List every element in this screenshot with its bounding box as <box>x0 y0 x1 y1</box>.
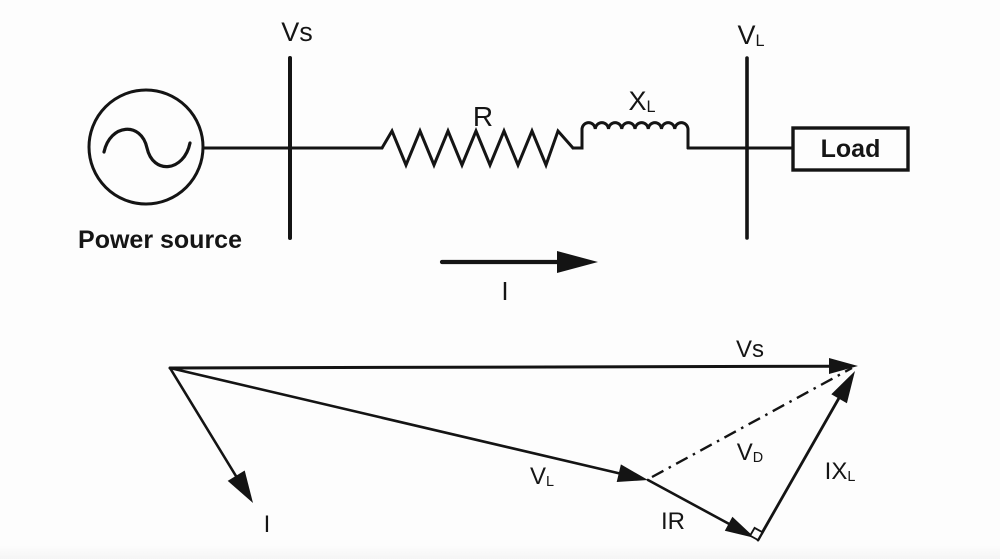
phasor-vd-label: VD <box>736 439 764 466</box>
phasor-vs-label: Vs <box>735 336 765 363</box>
phasor-current-label: I <box>263 511 271 538</box>
load-label: Load <box>820 134 881 163</box>
inductor-label: XL <box>628 86 656 116</box>
phasor-vs-vector <box>168 358 858 374</box>
load-bus-label: VL <box>737 20 765 50</box>
inductor-symbol <box>571 121 690 150</box>
phasor-vl-vector <box>168 366 648 482</box>
phasor-ixl-vector <box>756 371 855 542</box>
phasor-current-vector <box>168 366 253 503</box>
phasor-vl-label: VL <box>529 463 555 490</box>
load-box <box>791 126 910 172</box>
right-angle-marker <box>748 526 764 542</box>
source-bus-label: Vs <box>281 17 313 47</box>
resistor-label: R <box>472 101 494 132</box>
circuit-current-label: I <box>501 276 509 306</box>
phasor-ir-vector <box>646 478 755 538</box>
current-direction-arrow <box>439 251 598 273</box>
phasor-vd-line <box>651 366 853 479</box>
phasor-ixl-label: IXL <box>824 458 856 485</box>
phasor-ir-label: IR <box>661 508 685 535</box>
power-source-label: Power source <box>78 226 242 254</box>
resistor-symbol <box>380 127 575 170</box>
power-source-symbol <box>87 88 205 206</box>
